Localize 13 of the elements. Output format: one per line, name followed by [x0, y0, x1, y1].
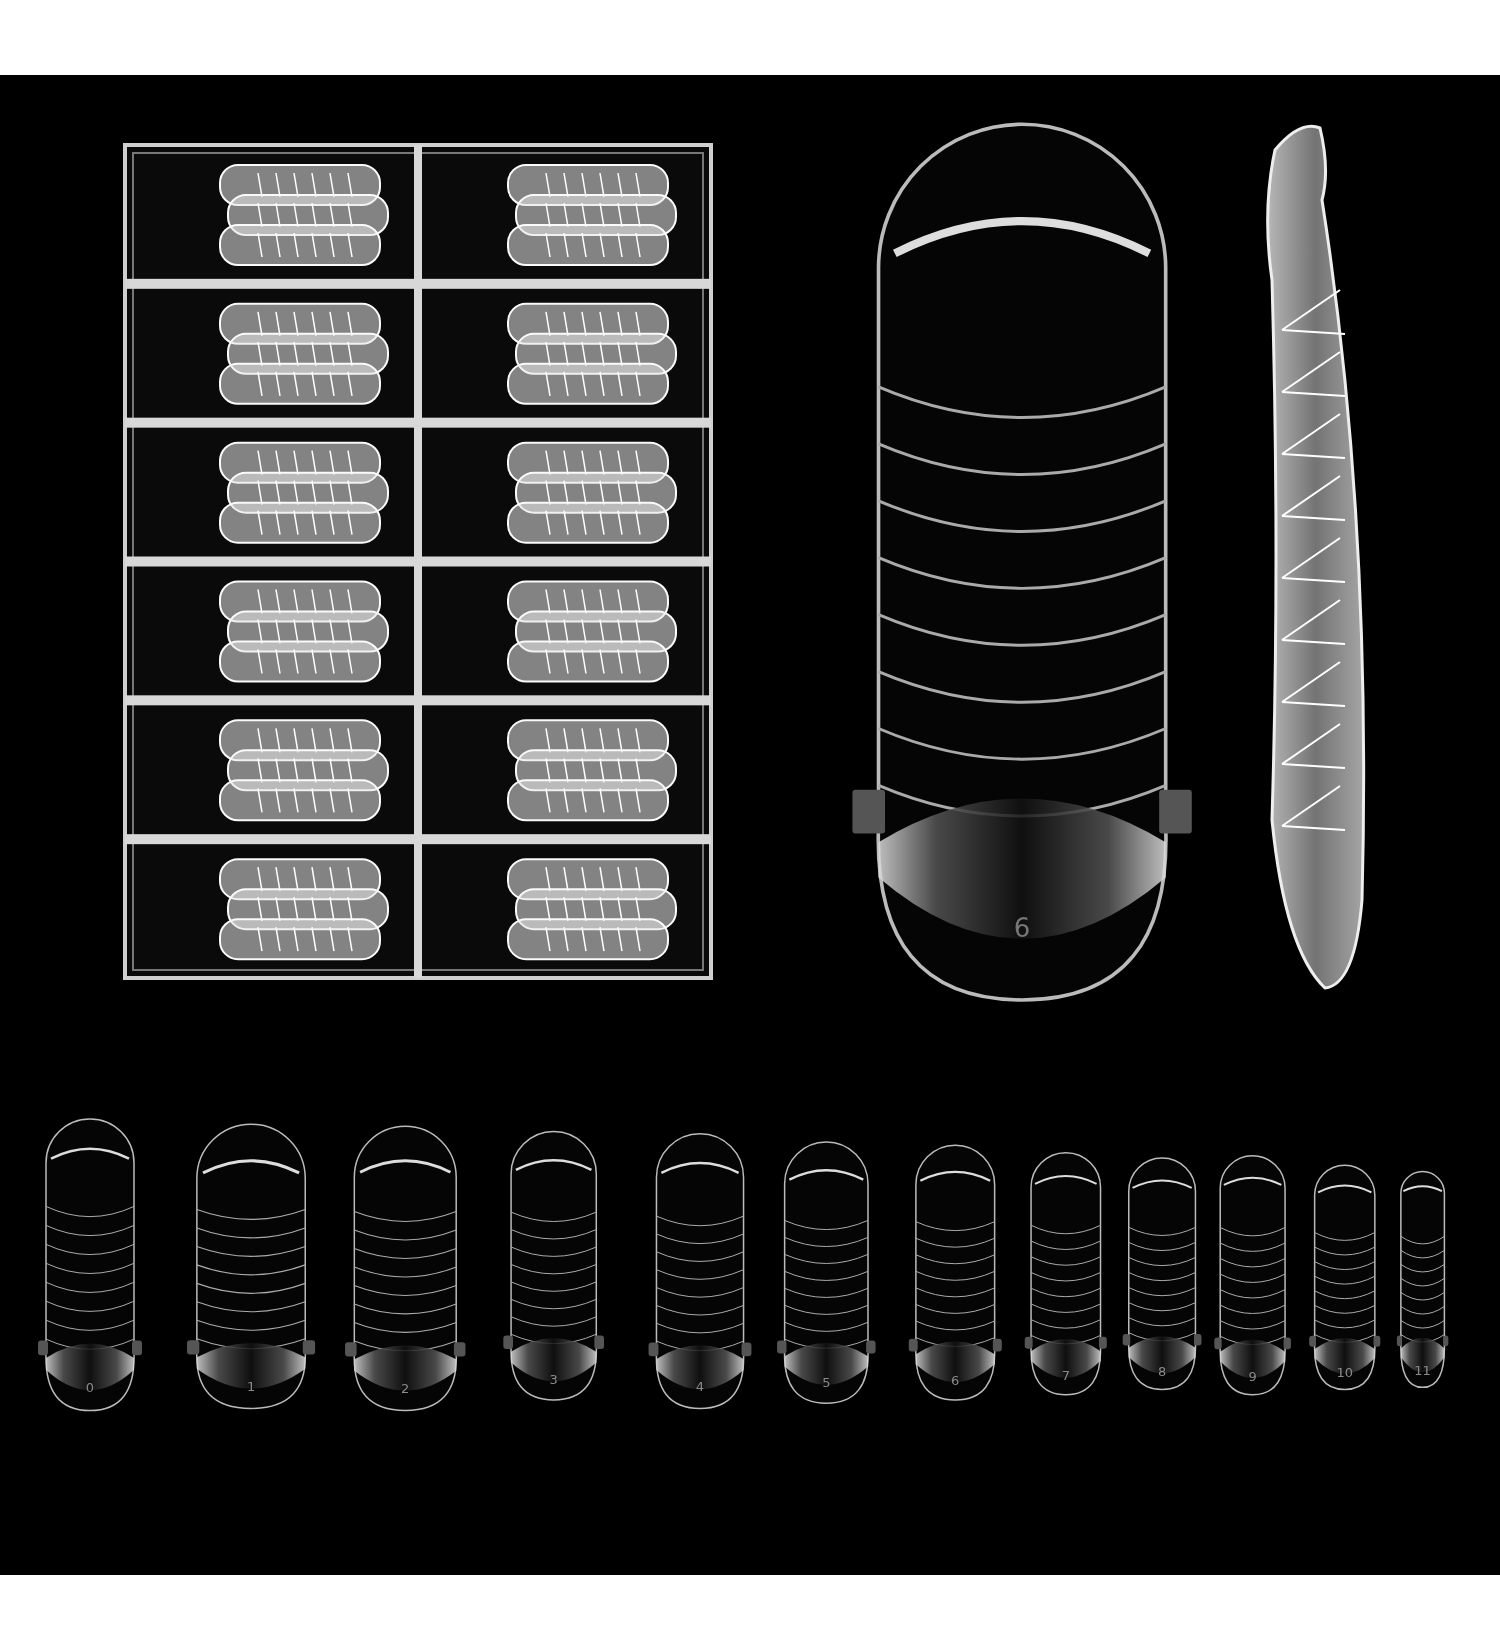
size-number: 4 — [695, 1379, 705, 1393]
size-number: 3 — [549, 1372, 558, 1385]
size-number: 5 — [822, 1375, 831, 1389]
size-number: 6 — [1013, 915, 1031, 942]
size-number: 10 — [1336, 1365, 1353, 1379]
size-number: 1 — [246, 1379, 256, 1393]
size-number: 6 — [951, 1373, 960, 1387]
size-number: 9 — [1248, 1369, 1257, 1383]
size-number: 8 — [1157, 1364, 1167, 1378]
size-number: 0 — [85, 1380, 95, 1394]
size-number: 7 — [1061, 1368, 1070, 1382]
size-number: 11 — [1414, 1363, 1431, 1377]
size-number: 2 — [401, 1381, 410, 1395]
